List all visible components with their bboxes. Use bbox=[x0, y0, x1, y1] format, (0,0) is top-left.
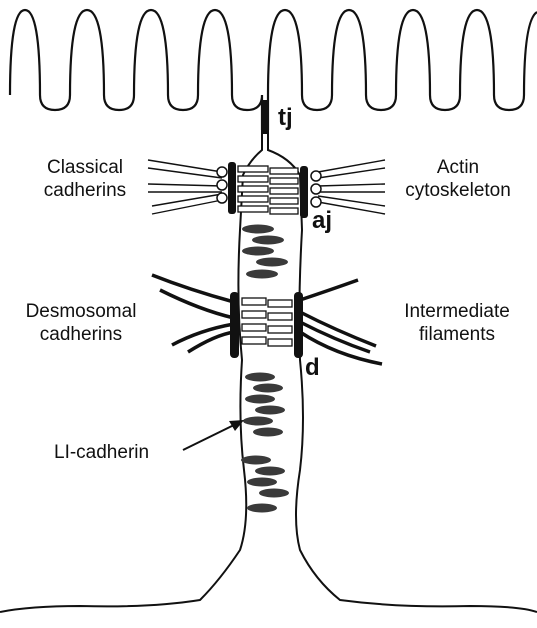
microvilli-membrane bbox=[10, 10, 262, 130]
adherens-junction-label: aj bbox=[312, 208, 332, 234]
actin-filaments-right bbox=[318, 160, 385, 214]
tight-junction-label: tj bbox=[278, 105, 293, 131]
adherens-junction bbox=[217, 162, 321, 218]
classical-cadherins-label: Classical cadherins bbox=[30, 156, 140, 202]
tight-junction-mark bbox=[261, 100, 269, 134]
intermediate-filaments-label: Intermediate filaments bbox=[382, 300, 532, 346]
li-cadherin-label: LI-cadherin bbox=[54, 441, 149, 464]
desmosome-label: d bbox=[305, 355, 320, 381]
desmosomal-cadherins-label: Desmosomal cadherins bbox=[6, 300, 156, 346]
li-cadherin-lower-group bbox=[241, 373, 289, 513]
actin-filaments-left bbox=[148, 160, 222, 214]
microvilli-membrane-right bbox=[268, 10, 537, 130]
actin-cytoskeleton-label: Actin cytoskeleton bbox=[393, 156, 523, 202]
li-cadherin-arrow bbox=[183, 420, 244, 450]
li-cadherin-upper-group bbox=[242, 225, 288, 279]
intermediate-filaments bbox=[152, 275, 382, 364]
